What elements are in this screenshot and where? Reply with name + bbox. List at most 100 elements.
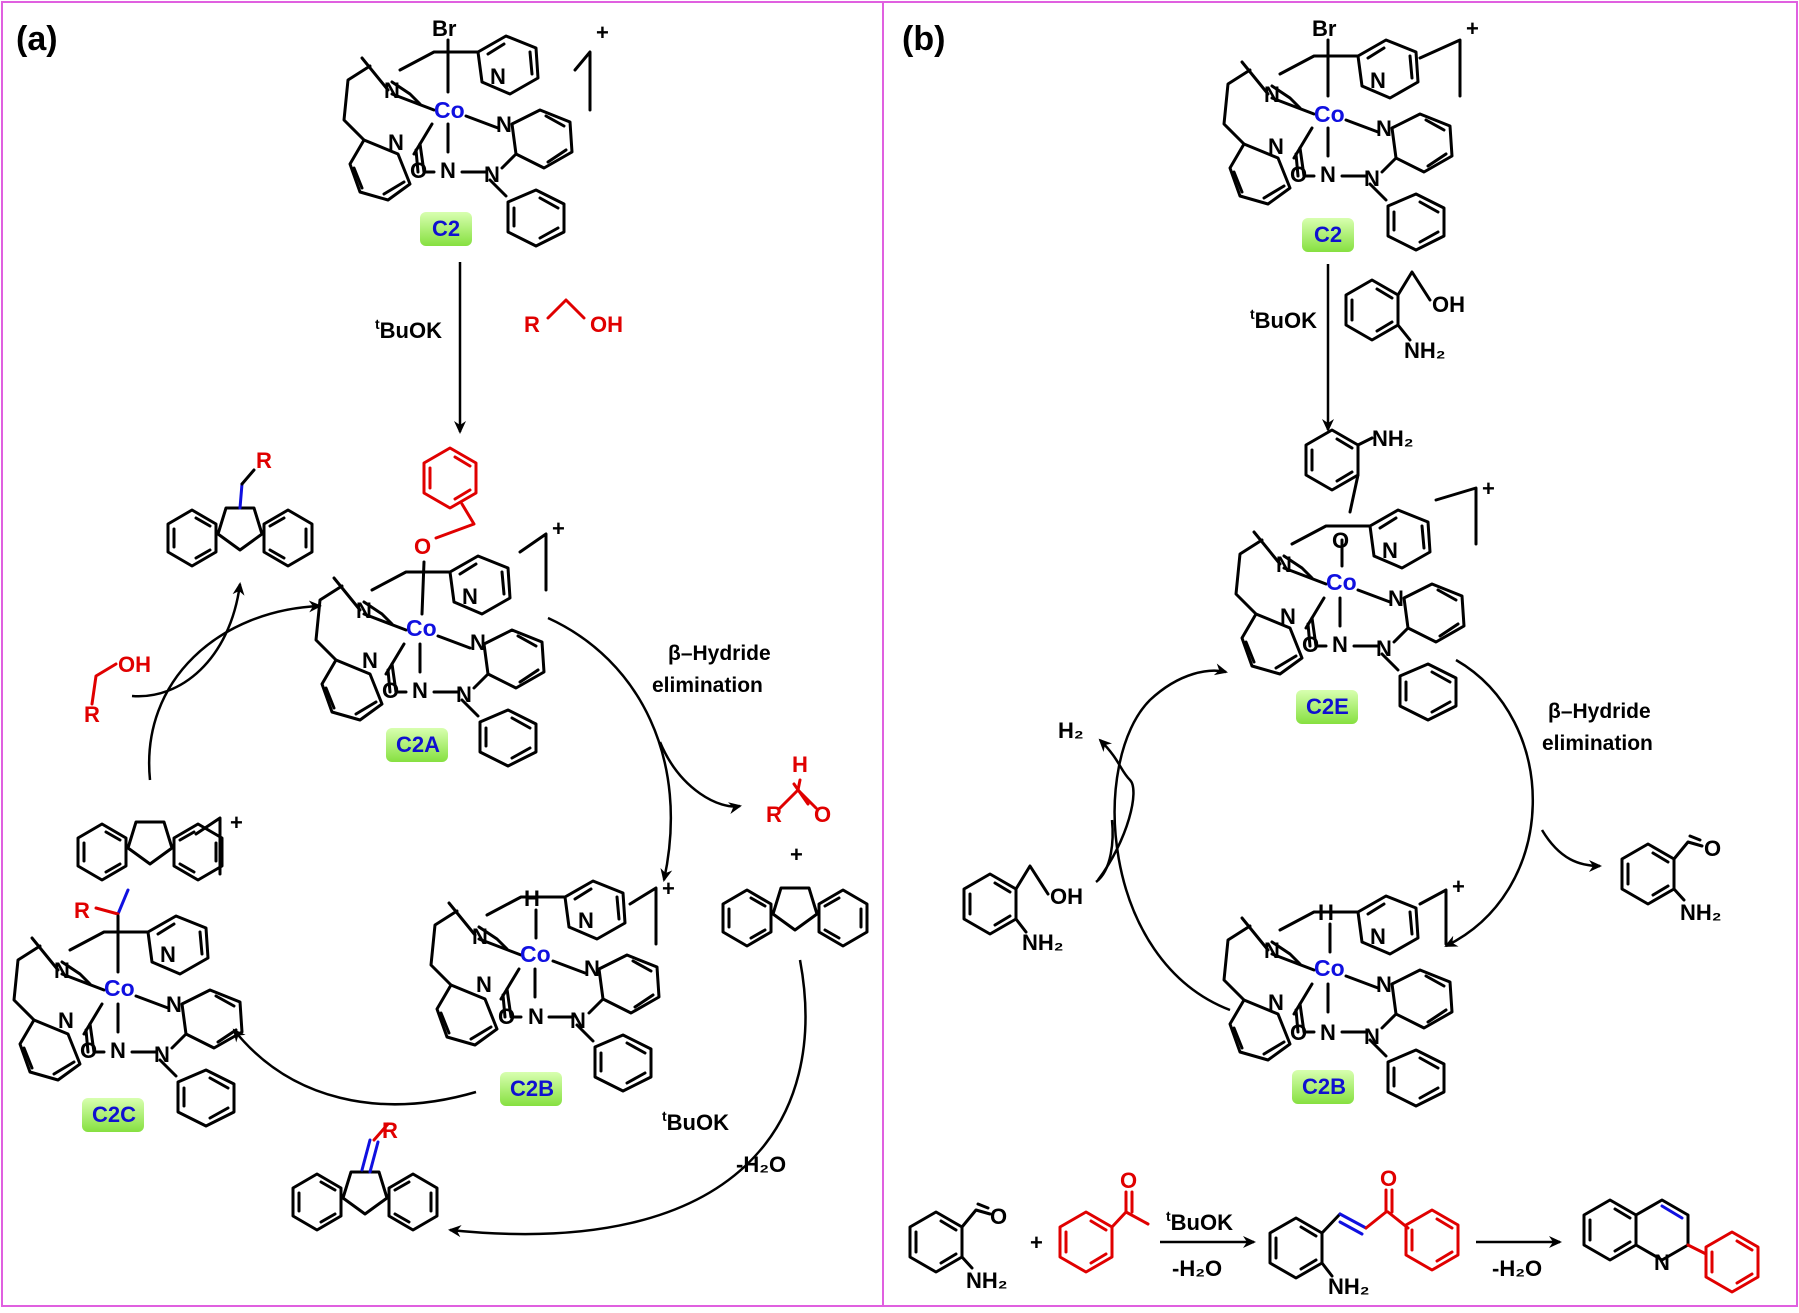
complex-c2e: NH₂ O Co N N N N N N O + — [1234, 426, 1495, 722]
svg-text:N: N — [412, 678, 428, 703]
svg-text:N: N — [456, 682, 472, 707]
svg-text:OH: OH — [118, 652, 151, 677]
svg-text:N: N — [528, 1004, 544, 1029]
label-c2b-a: C2B — [500, 1072, 562, 1106]
svg-text:H: H — [524, 886, 540, 911]
svg-text:+: + — [230, 810, 243, 835]
svg-text:O: O — [1290, 1020, 1307, 1045]
svg-text:N: N — [1376, 636, 1392, 661]
aldehyde-product-a: H R O — [766, 752, 831, 827]
svg-text:R: R — [256, 448, 272, 473]
svg-text:C2: C2 — [432, 216, 460, 241]
arrow-alkylated-release — [131, 582, 245, 698]
label-c2a: C2A — [386, 728, 448, 762]
elimination-label-a: elimination — [652, 674, 763, 697]
fluorene-a — [721, 886, 869, 948]
svg-text:O: O — [1332, 528, 1349, 553]
reagent-tbuok-a: tBuOK — [375, 316, 442, 343]
svg-text:C2E: C2E — [1306, 694, 1349, 719]
beta-hydride-label-a: β–Hydride — [668, 642, 771, 665]
alkylidene-fluorene: R — [291, 1118, 439, 1232]
svg-text:N: N — [462, 584, 478, 609]
svg-text:N: N — [1370, 924, 1386, 949]
arrow-aldehyde-release — [658, 741, 742, 815]
svg-text:R: R — [766, 802, 782, 827]
svg-text:+: + — [1452, 874, 1465, 899]
svg-text:N: N — [384, 78, 400, 103]
svg-text:C2B: C2B — [510, 1076, 554, 1101]
reagent-tbuok-b: tBuOK — [1250, 306, 1317, 333]
svg-text:+: + — [662, 876, 675, 901]
svg-text:O: O — [1380, 1166, 1397, 1191]
svg-text:N: N — [154, 1042, 170, 1067]
svg-text:O: O — [410, 158, 427, 183]
svg-text:N: N — [362, 648, 378, 673]
svg-text:C2A: C2A — [396, 732, 440, 757]
svg-text:O: O — [80, 1038, 97, 1063]
svg-text:N: N — [54, 958, 70, 983]
svg-text:N: N — [570, 1008, 586, 1033]
svg-text:N: N — [1320, 162, 1336, 187]
svg-text:+: + — [552, 516, 565, 541]
arrow-c2e-to-c2b — [1444, 658, 1534, 948]
svg-text:N: N — [166, 992, 182, 1017]
svg-text:NH₂: NH₂ — [1404, 338, 1446, 363]
complex-c2-a: Br Co N N N N N N O + — [342, 16, 609, 248]
svg-text:N: N — [1264, 938, 1280, 963]
svg-text:N: N — [476, 972, 492, 997]
alkylated-fluorene: R — [166, 448, 314, 568]
svg-text:OH: OH — [1432, 292, 1465, 317]
svg-text:N: N — [440, 158, 456, 183]
svg-text:N: N — [1376, 116, 1392, 141]
complex-c2b-a: H Co N N N N N N O + — [429, 876, 675, 1093]
svg-text:-H₂O: -H₂O — [1492, 1256, 1542, 1281]
svg-text:O: O — [382, 678, 399, 703]
elimination-label-b: elimination — [1542, 732, 1653, 755]
arrow-c2c-to-c2a — [147, 600, 322, 781]
beta-hydride-label-b: β–Hydride — [1548, 700, 1651, 723]
svg-text:N: N — [1376, 972, 1392, 997]
svg-text:N: N — [490, 64, 506, 89]
label-c2b-b: C2B — [1292, 1070, 1354, 1104]
svg-text:N: N — [110, 1038, 126, 1063]
svg-text:N: N — [484, 162, 500, 187]
svg-text:O: O — [1704, 836, 1721, 861]
svg-text:H: H — [1318, 900, 1334, 925]
cobalt-atom: Co — [434, 97, 465, 123]
svg-text:OH: OH — [1050, 884, 1083, 909]
arrow-c2b-to-c2e — [1113, 663, 1231, 1012]
panel-b-label: (b) — [902, 20, 945, 58]
bromide-atom: Br — [432, 16, 457, 41]
svg-text:N: N — [584, 956, 600, 981]
svg-text:N: N — [1388, 586, 1404, 611]
reagent-tbuok-a2: tBuOK — [662, 1108, 729, 1135]
arrow-alcohol-entry — [1095, 819, 1114, 883]
svg-text:N: N — [1268, 990, 1284, 1015]
label-c2c: C2C — [82, 1098, 144, 1132]
svg-text:R: R — [524, 312, 540, 337]
svg-text:NH₂: NH₂ — [966, 1268, 1008, 1293]
svg-text:N: N — [388, 130, 404, 155]
svg-text:N: N — [578, 908, 594, 933]
svg-text:+: + — [596, 20, 609, 45]
svg-text:N: N — [356, 598, 372, 623]
svg-text:N: N — [58, 1008, 74, 1033]
complex-c2c: R Co N N N N N N O + — [12, 810, 244, 1128]
arrow-h2-release — [1096, 738, 1135, 881]
svg-text:N: N — [1264, 82, 1280, 107]
panel-a-label: (a) — [16, 20, 58, 58]
alcohol-substrate-a: R OH — [524, 298, 623, 337]
svg-text:Br: Br — [1312, 16, 1337, 41]
svg-text:OH: OH — [590, 312, 623, 337]
svg-text:R: R — [84, 702, 100, 727]
svg-text:N: N — [470, 630, 486, 655]
plus-sign-a1: + — [790, 842, 803, 867]
svg-text:NH₂: NH₂ — [1022, 930, 1064, 955]
svg-text:N: N — [1364, 1024, 1380, 1049]
arrow-aminobenzaldehyde-release — [1540, 829, 1602, 872]
svg-text:N: N — [1370, 68, 1386, 93]
svg-text:O: O — [1302, 632, 1319, 657]
svg-text:R: R — [382, 1118, 398, 1143]
